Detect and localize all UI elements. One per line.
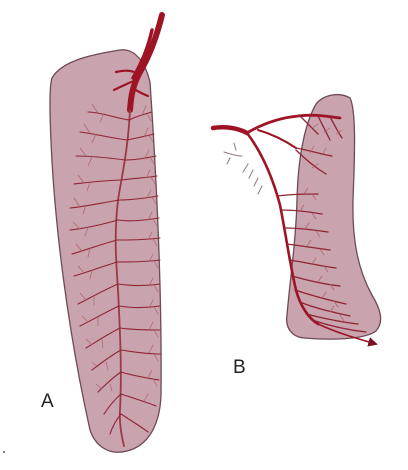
- specimen-b-feeding-artery: [213, 127, 247, 133]
- specimen-b: [213, 95, 381, 344]
- speck: [3, 451, 5, 453]
- specimen-a: [50, 15, 162, 452]
- specimen-b-mid-branch: [258, 130, 296, 148]
- specimen-b-cut-vessels: [224, 143, 262, 194]
- label-b: B: [233, 357, 246, 379]
- label-a: A: [41, 391, 54, 413]
